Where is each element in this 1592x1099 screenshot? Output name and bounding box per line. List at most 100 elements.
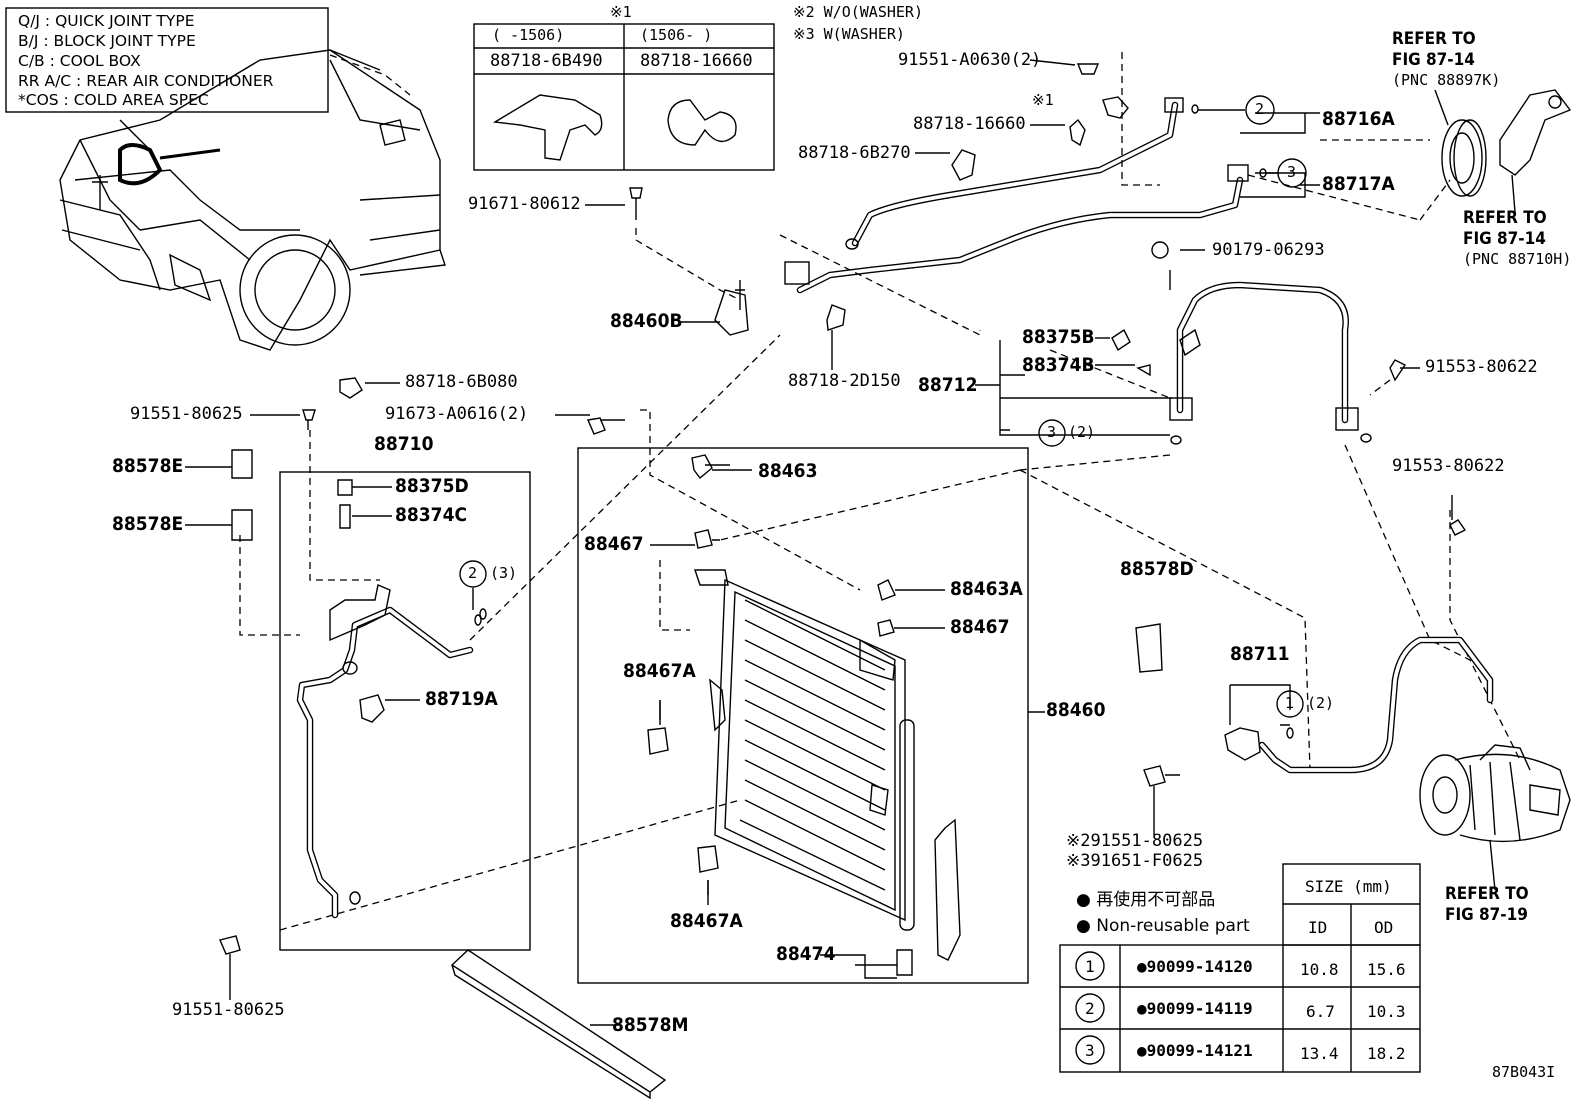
size-row-2-mark: 2: [1085, 999, 1095, 1018]
part-88467a-1: 88467A: [623, 660, 696, 682]
part-90179-06293: 90179-06293: [1212, 240, 1325, 260]
legend-line-qj: Q/J : QUICK JOINT TYPE: [18, 12, 195, 30]
fitting-illustration: [1499, 89, 1572, 176]
part-88719a: 88719A: [425, 688, 498, 710]
od-header: OD: [1374, 918, 1394, 937]
size-row-2-id: 6.7: [1306, 1002, 1335, 1021]
clip-16660-illustration: [667, 99, 737, 146]
part-88718-6b270: 88718-6B270: [798, 143, 911, 163]
clip-table-header-1: ( -1506): [492, 26, 565, 44]
refer-1-line1: REFER TO: [1392, 29, 1476, 49]
box-88460: [577, 447, 1029, 984]
legend-line-cb: C/B : COOL BOX: [18, 52, 141, 70]
part-88578e-2: 88578E: [112, 513, 184, 535]
legend-line-cos: *COS : COLD AREA SPEC: [18, 91, 209, 109]
part-88711: 88711: [1230, 643, 1290, 665]
seal-88578m: [450, 949, 667, 1099]
part-88375b: 88375B: [1022, 326, 1095, 348]
part-88717a: 88717A: [1322, 173, 1395, 195]
condenser-88460: [694, 569, 915, 931]
size-row-1-mark: 1: [1085, 957, 1095, 976]
part-91673-a0616: 91673-A0616(2): [385, 404, 529, 424]
part-88712: 88712: [918, 374, 978, 396]
part-88374c: 88374C: [395, 504, 468, 526]
size-row-3-mark: 3: [1085, 1041, 1095, 1060]
size-row-2-part: ●90099-14119: [1137, 999, 1253, 1018]
clip-table-part-1: 88718-6B490: [490, 51, 603, 71]
pipe-88716a: [851, 101, 1179, 247]
clip-table-header-2: (1506- ): [640, 26, 713, 44]
part-88460b: 88460B: [610, 310, 683, 332]
pipe-88710: [296, 606, 474, 919]
size-row-2-od: 10.3: [1367, 1002, 1406, 1021]
legend-box: [5, 7, 329, 113]
note-1-marker: ※1: [1032, 91, 1054, 109]
qty-2-88710: 2: [468, 564, 478, 582]
clip-note1: [1102, 96, 1129, 119]
legend-line-bj: B/J : BLOCK JOINT TYPE: [18, 32, 196, 50]
part-88463a: 88463A: [950, 578, 1023, 600]
qty-3-top: 3: [1287, 163, 1297, 181]
refer-3-line1: REFER TO: [1445, 884, 1529, 904]
pipe-88717a: [796, 176, 1244, 294]
bracket-88460b: [714, 280, 749, 336]
qty-3-88712: 3: [1047, 423, 1057, 441]
qty-1-88711-count: (2): [1307, 694, 1335, 712]
refer-1-line3: (PNC 88897K): [1392, 71, 1501, 89]
refer-1-line2: FIG 87-14: [1392, 50, 1475, 70]
part-88578e-1: 88578E: [112, 455, 184, 477]
compressor-illustration: [1419, 744, 1571, 843]
part-88467-2: 88467: [950, 616, 1010, 638]
part-91551-80625-bottom: 91551-80625: [172, 1000, 285, 1020]
note-1-header: ※1: [610, 3, 632, 21]
part-88578d: 88578D: [1120, 558, 1194, 580]
clamp-16660: [1069, 118, 1086, 147]
pipe-88711: [1258, 636, 1494, 774]
figure-code: 87B043I: [1492, 1063, 1556, 1081]
clip-table-part-2: 88718-16660: [640, 51, 753, 71]
legend-line-rrac: RR A/C : REAR AIR CONDITIONER: [18, 72, 274, 90]
clutch-illustration: [1441, 119, 1487, 197]
part-91553-80622-b: 91553-80622: [1392, 456, 1505, 476]
vehicle-illustration: [59, 49, 446, 351]
part-88578m: 88578M: [612, 1014, 689, 1036]
part-88718-2d150: 88718-2D150: [788, 371, 901, 391]
part-88460: 88460: [1046, 699, 1106, 721]
pipe-88712: [1176, 281, 1349, 424]
size-table-grid: [1059, 863, 1421, 1073]
part-88710: 88710: [374, 433, 434, 455]
nonreusable-jp: ● 再使用不可部品: [1076, 890, 1216, 910]
pad-88578d: [1135, 623, 1163, 673]
id-header: ID: [1308, 918, 1328, 937]
part-91551-a0630: 91551-A0630(2): [898, 50, 1042, 70]
size-row-1-od: 15.6: [1367, 960, 1406, 979]
qty-2-88710-count: (3): [490, 564, 518, 582]
refer-2-line2: FIG 87-14: [1463, 229, 1546, 249]
refer-3-line2: FIG 87-19: [1445, 905, 1528, 925]
part-88467-1: 88467: [584, 533, 644, 555]
part-88474: 88474: [776, 943, 836, 965]
size-row-1-part: ●90099-14120: [1137, 957, 1253, 976]
note-2: ※2 W/O(WASHER): [793, 3, 923, 21]
clamp-6b270: [951, 149, 976, 181]
part-91553-80622-a: 91553-80622: [1425, 357, 1538, 377]
note-3: ※3 W(WASHER): [793, 25, 905, 43]
refer-2-line1: REFER TO: [1463, 208, 1547, 228]
qty-3-88712-count: (2): [1068, 423, 1096, 441]
part-88718-16660: 88718-16660: [913, 114, 1026, 134]
part-88467a-2: 88467A: [670, 910, 743, 932]
nonreusable-en: ● Non-reusable part: [1076, 916, 1250, 936]
refer-2-line3: (PNC 88710H): [1463, 250, 1572, 268]
part-88718-6b080: 88718-6B080: [405, 372, 518, 392]
part-91671-80612: 91671-80612: [468, 194, 581, 214]
part-88716a: 88716A: [1322, 108, 1395, 130]
part-91551-80625-top: 91551-80625: [130, 404, 243, 424]
qty-2-top: 2: [1255, 100, 1265, 118]
part-88374b: 88374B: [1022, 354, 1095, 376]
part-88375d: 88375D: [395, 475, 469, 497]
clip-6b490-illustration: [492, 94, 603, 161]
seal-88578: [934, 818, 961, 961]
size-row-3-id: 13.4: [1300, 1044, 1339, 1063]
